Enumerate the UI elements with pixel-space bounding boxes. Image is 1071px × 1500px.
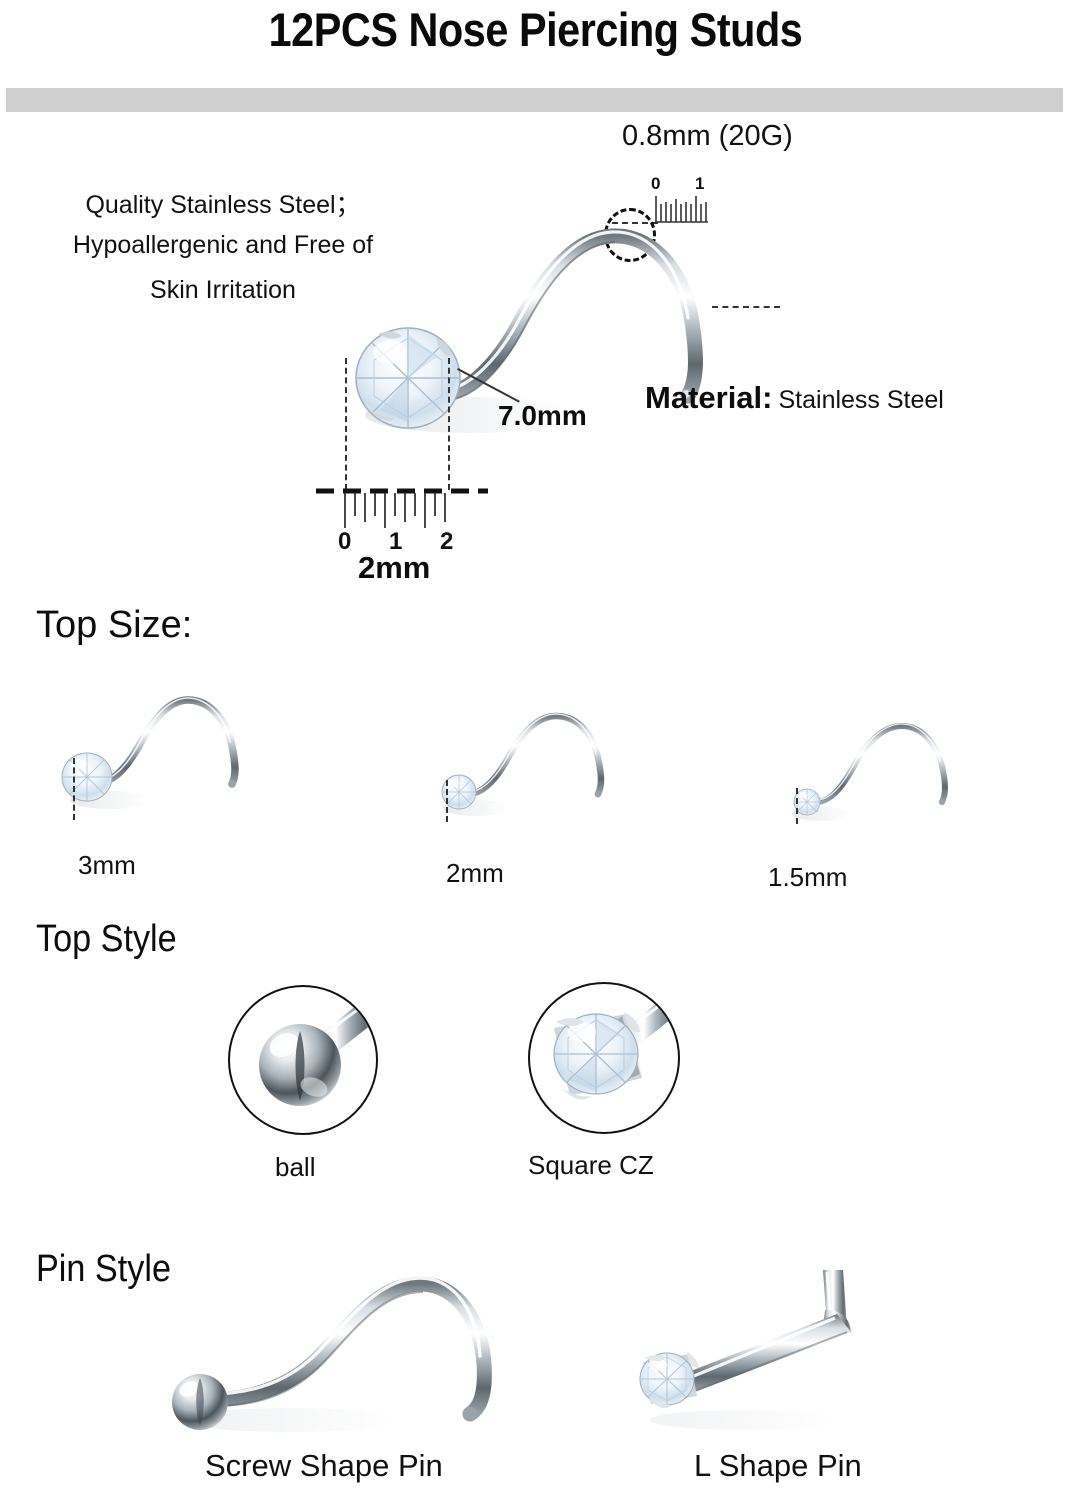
blurb-line-2: Hypoallergenic and Free of xyxy=(72,230,374,259)
length-label: 7.0mm xyxy=(498,400,587,431)
gauge-label: 0.8mm (20G) xyxy=(622,120,793,152)
gauge-ruler: 0 1 xyxy=(651,174,765,236)
stud-2mm-svg xyxy=(441,712,605,816)
section-heading-top-style: Top Style xyxy=(36,918,177,960)
width-ruler-tick-2: 2 xyxy=(440,528,454,555)
pin-style-label-l: L Shape Pin xyxy=(694,1448,862,1483)
stud-3mm-wire xyxy=(96,696,239,788)
stud-15mm-gem xyxy=(793,788,821,816)
stud-15mm-wire xyxy=(813,722,948,805)
blurb-line-1: Quality Stainless Steel； xyxy=(85,191,361,219)
section-heading-top-size: Top Size: xyxy=(36,604,193,646)
hero-wire-lowlight xyxy=(443,241,615,401)
width-guide-left xyxy=(345,358,347,490)
top-size-item-1-5mm xyxy=(790,710,1000,830)
top-size-item-3mm xyxy=(61,690,292,820)
hero-wire xyxy=(430,228,703,404)
screw-shape-pin-icon xyxy=(172,1276,492,1432)
header-divider xyxy=(6,88,1063,112)
width-guide-right xyxy=(448,358,450,490)
gauge-ruler-tick-1: 1 xyxy=(695,174,705,193)
screw-pin-wire xyxy=(198,1276,492,1422)
top-size-item-2mm xyxy=(440,700,660,825)
width-label: 2mm xyxy=(358,550,431,585)
gauge-ruler-tick-0: 0 xyxy=(651,174,661,193)
material-value: Stainless Steel xyxy=(778,386,944,414)
width-ruler-tick-0: 0 xyxy=(338,528,352,555)
hero-nose-stud-art xyxy=(320,210,750,500)
top-size-label-2mm: 2mm xyxy=(446,858,504,888)
width-ruler: 0 1 2 xyxy=(316,488,488,555)
size-guide-15mm xyxy=(796,788,798,824)
square-cz-gem xyxy=(553,1013,639,1095)
hero-stud-svg xyxy=(355,228,703,433)
section-heading-pin-style: Pin Style xyxy=(36,1248,171,1290)
top-style-label-square-cz: Square CZ xyxy=(528,1150,654,1180)
width-ruler-ticks xyxy=(316,488,488,528)
hero-wire-highlight xyxy=(436,230,690,393)
l-pin-horizontal xyxy=(683,1314,851,1392)
size-guide-3mm xyxy=(73,758,75,820)
blurb-line-3: Skin Irritation xyxy=(150,276,296,304)
l-shape-pin-icon xyxy=(639,1270,851,1430)
stud-3mm-gem xyxy=(61,752,113,802)
material-line: Material:Stainless Steel xyxy=(645,380,944,416)
stud-3mm-svg xyxy=(61,696,239,809)
stud-2mm-gem xyxy=(441,774,477,810)
width-ruler-tick-1: 1 xyxy=(389,528,403,555)
top-style-ball-frame xyxy=(228,985,378,1135)
page-title: 12PCS Nose Piercing Studs xyxy=(268,3,803,56)
material-key: Material: xyxy=(645,380,773,415)
stud-2mm-wire xyxy=(464,712,605,798)
pin-style-l-art xyxy=(625,1262,925,1437)
ball-stud-icon xyxy=(259,1001,376,1106)
top-style-label-ball: ball xyxy=(275,1152,316,1182)
stud-15mm-svg xyxy=(792,722,948,821)
pin-style-screw-art xyxy=(170,1260,510,1440)
top-size-label-3mm: 3mm xyxy=(78,850,136,880)
size-guide-2mm xyxy=(446,780,448,822)
square-cz-stud-icon xyxy=(553,992,678,1100)
quality-blurb: Quality Stainless Steel； Hypoallergenic … xyxy=(58,186,388,311)
hero-cz-gem xyxy=(355,327,461,429)
material-leader-line xyxy=(712,306,780,308)
gauge-ruler-ticks xyxy=(655,196,708,223)
pin-style-label-screw: Screw Shape Pin xyxy=(205,1448,443,1483)
l-pin-gem xyxy=(639,1352,695,1406)
top-size-label-1-5mm: 1.5mm xyxy=(768,862,848,892)
top-style-cz-frame xyxy=(528,982,680,1134)
